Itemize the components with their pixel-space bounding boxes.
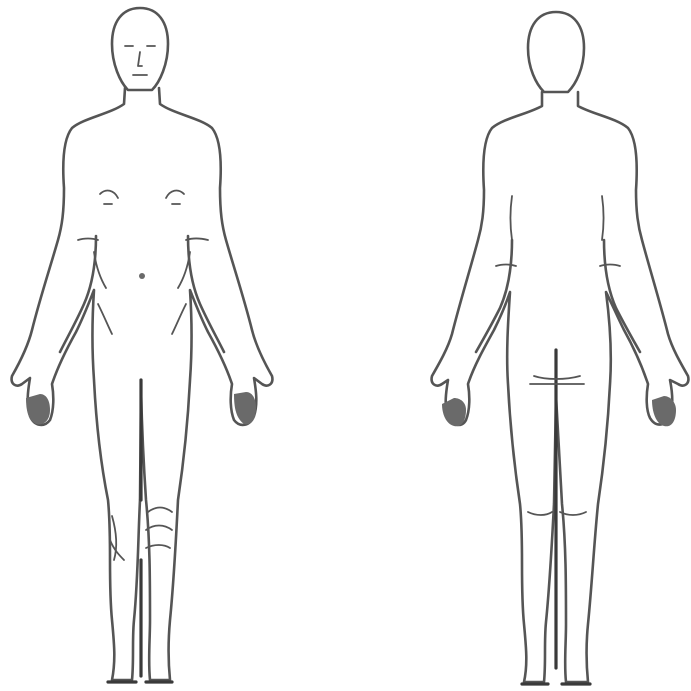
front-view-figure	[12, 8, 273, 682]
back-view-figure	[432, 12, 689, 684]
back-head	[528, 12, 584, 92]
front-right-hand	[234, 392, 256, 424]
front-knee-marks	[110, 508, 172, 561]
front-head	[112, 8, 168, 90]
front-left-inner-arm	[60, 236, 96, 352]
front-right-inner-arm	[188, 236, 224, 352]
back-left-hand	[442, 398, 466, 426]
back-gluteal-marks	[530, 350, 584, 668]
front-face	[125, 46, 155, 75]
back-body-outline	[432, 92, 689, 682]
back-right-hand	[652, 396, 676, 426]
front-navel	[139, 273, 145, 279]
front-left-hand	[26, 394, 50, 424]
front-chest-marks	[100, 191, 184, 204]
